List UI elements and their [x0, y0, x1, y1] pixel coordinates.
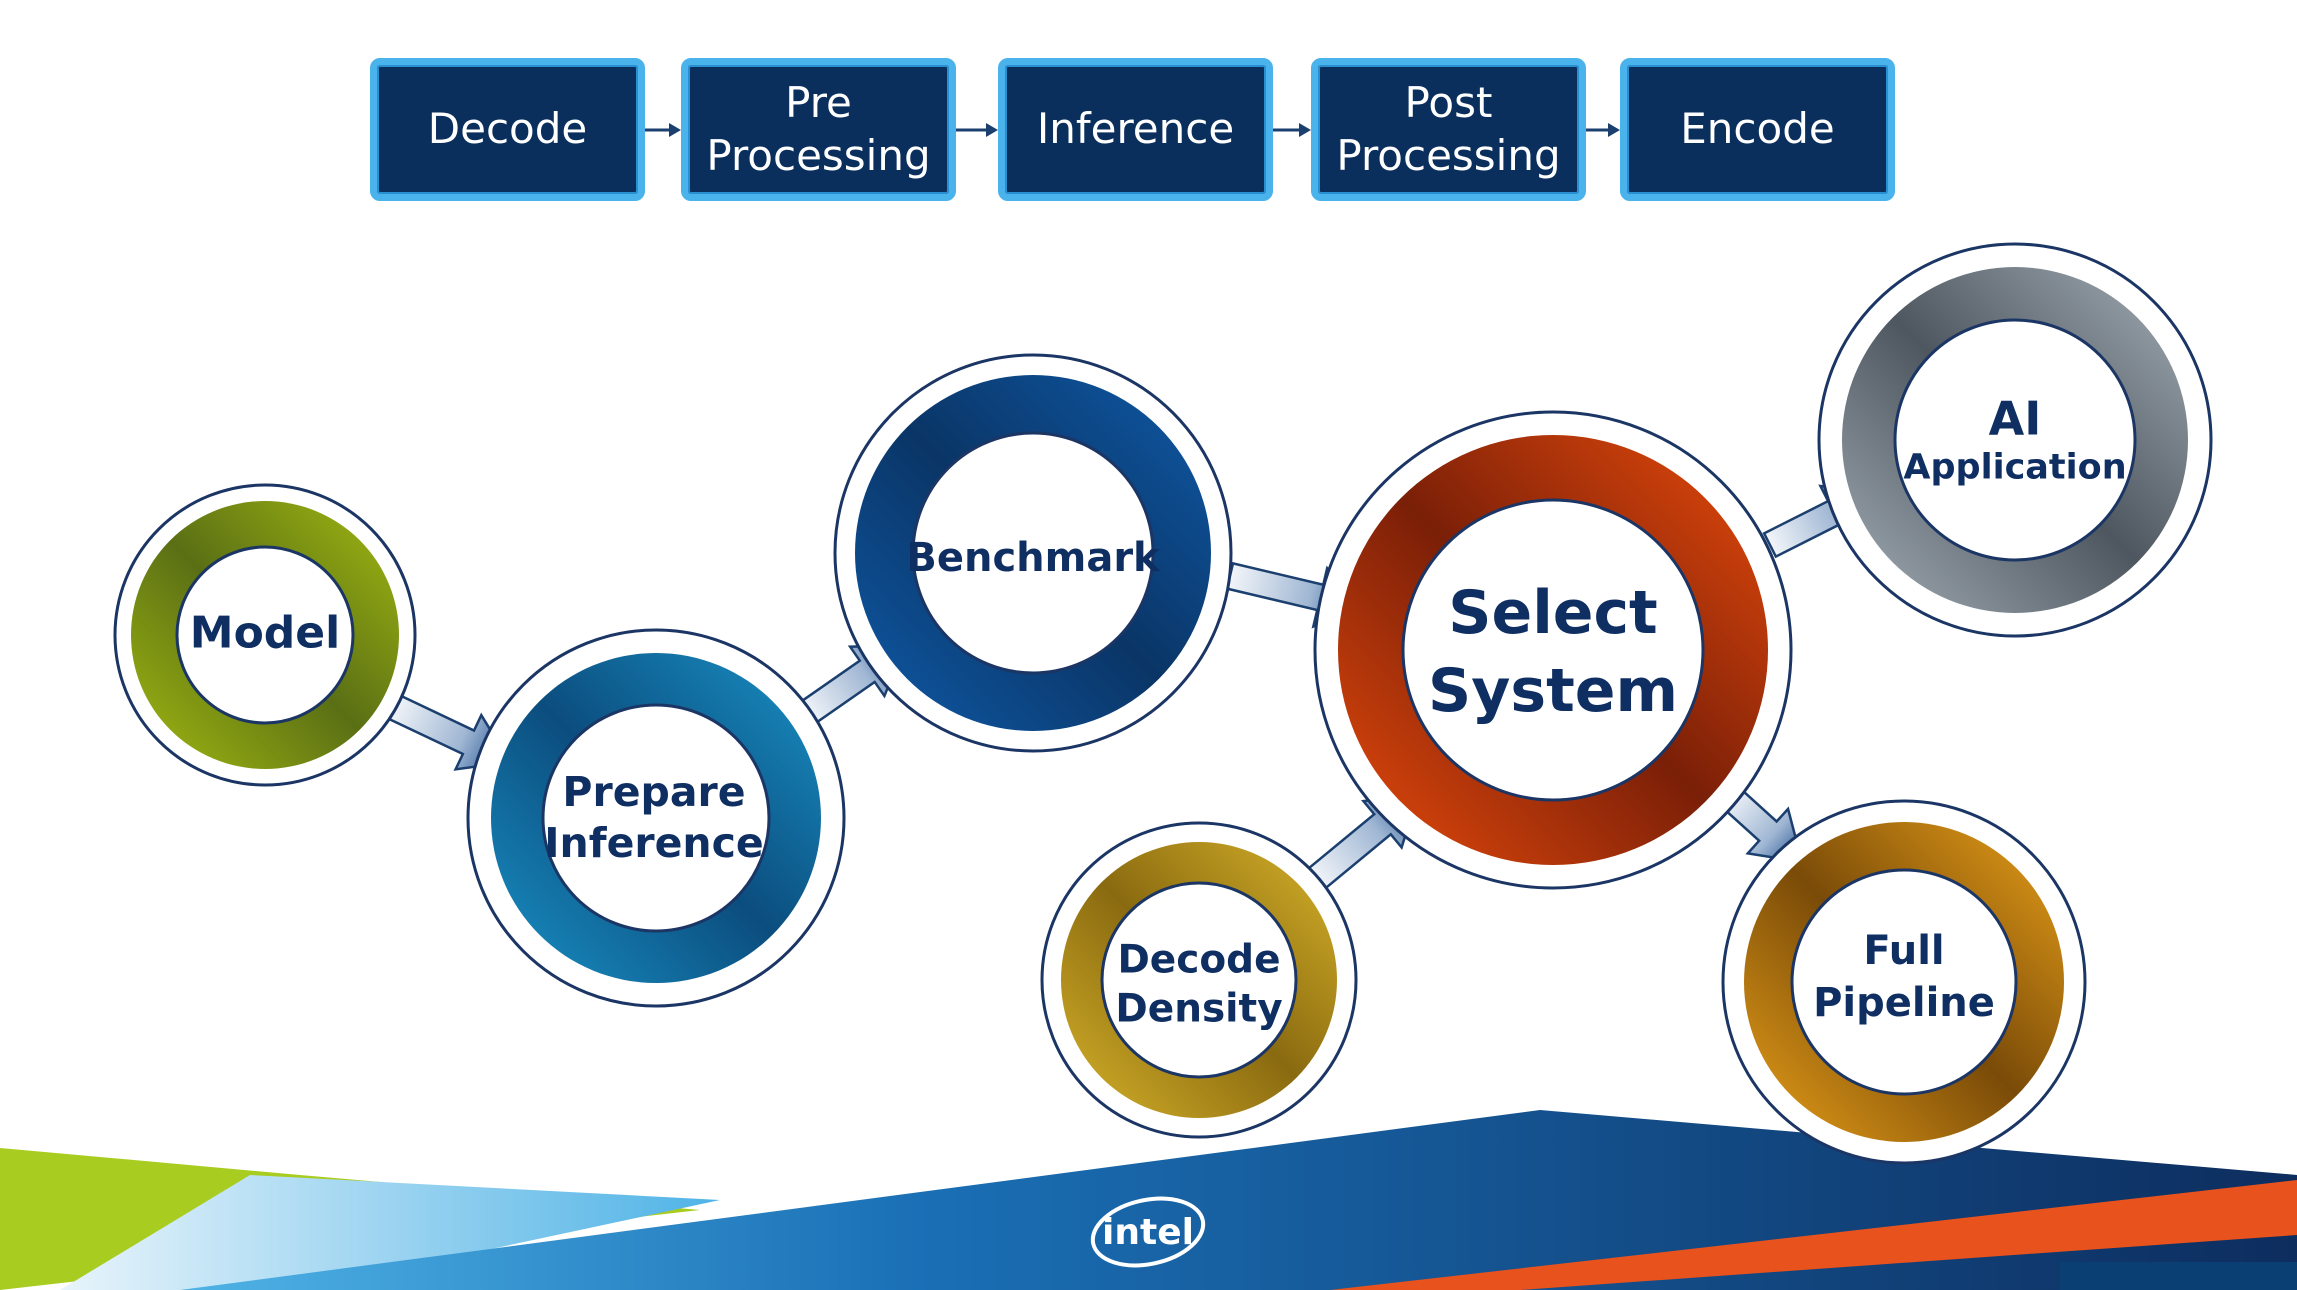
ring-inner-prepare-inference: [541, 703, 771, 933]
pipeline-step-pre-processing: Pre Processing: [681, 58, 956, 201]
pipeline-arrows: [645, 123, 1620, 137]
ring-inner-ai-application: [1893, 318, 2137, 562]
ring-full-pipeline: [1721, 799, 2087, 1165]
ring-decode-density: [1040, 821, 1358, 1139]
ring-prepare-inference: [466, 628, 846, 1008]
workflow-rings: [113, 242, 2213, 1165]
pipeline-step-post-processing: Post Processing: [1311, 58, 1586, 201]
pipeline-step-label: Processing: [706, 130, 931, 180]
pipeline-step-label: Post: [1404, 78, 1493, 127]
pipeline-arrow-head: [1608, 123, 1620, 137]
node-label-model: Model: [190, 608, 340, 659]
pipeline-step-label: Encode: [1680, 104, 1835, 154]
node-label-ai-application: AI Application: [1903, 391, 2126, 488]
node-label-prepare-inference: Prepare Inference: [544, 767, 763, 870]
band-corner: [2060, 1262, 2297, 1290]
ring-ai-application: [1817, 242, 2213, 638]
node-label-line: Decode: [1117, 937, 1281, 983]
node-label-line: AI: [1988, 391, 2042, 446]
intel-logo: intel: [1090, 1196, 1206, 1268]
logo-text: intel: [1102, 1212, 1194, 1253]
pipeline-arrow-head: [1299, 123, 1311, 137]
node-label-line: Full: [1863, 928, 1945, 974]
node-label-benchmark: Benchmark: [906, 535, 1159, 581]
node-label-decode-density: Decode Density: [1115, 936, 1282, 1034]
ring-inner-benchmark: [911, 431, 1155, 675]
ring-model: [113, 483, 417, 787]
node-label-line: Application: [1903, 447, 2127, 488]
pipeline-step-encode: Encode: [1620, 58, 1895, 201]
ring-select-system: [1313, 410, 1793, 890]
node-label-select-system: Select System: [1428, 574, 1678, 730]
pipeline-step-inference: Inference: [998, 58, 1273, 201]
ring-inner-decode-density: [1100, 881, 1298, 1079]
node-label-line: System: [1428, 656, 1678, 726]
ring-inner-model: [175, 545, 355, 725]
ring-inner-select-system: [1401, 498, 1705, 802]
node-label-line: Inference: [544, 819, 764, 867]
pipeline-arrow-head: [986, 123, 998, 137]
pipeline-step-label: Processing: [1336, 130, 1561, 180]
ring-inner-full-pipeline: [1790, 868, 2018, 1096]
node-label-line: Density: [1115, 986, 1283, 1031]
band-light-blue: [60, 1175, 720, 1290]
band-orange: [1330, 1180, 2297, 1290]
logo-swoosh: [1090, 1196, 1206, 1268]
ring-benchmark: [833, 353, 1233, 753]
node-label-full-pipeline: Full Pipeline: [1813, 925, 1995, 1029]
bottom-band: [0, 1110, 2297, 1290]
pipeline-step-label: Decode: [427, 104, 588, 154]
pipeline-step-decode: Decode: [370, 58, 645, 201]
node-label-line: Benchmark: [906, 535, 1160, 581]
node-label-line: Model: [189, 607, 341, 659]
pipeline-arrow-head: [669, 123, 681, 137]
pipeline-step-label: Pre: [785, 78, 852, 127]
node-label-line: Pipeline: [1813, 980, 1995, 1026]
node-label-line: Select: [1448, 578, 1658, 648]
node-label-line: Prepare: [562, 767, 746, 816]
pipeline-step-label: Inference: [1036, 104, 1235, 154]
